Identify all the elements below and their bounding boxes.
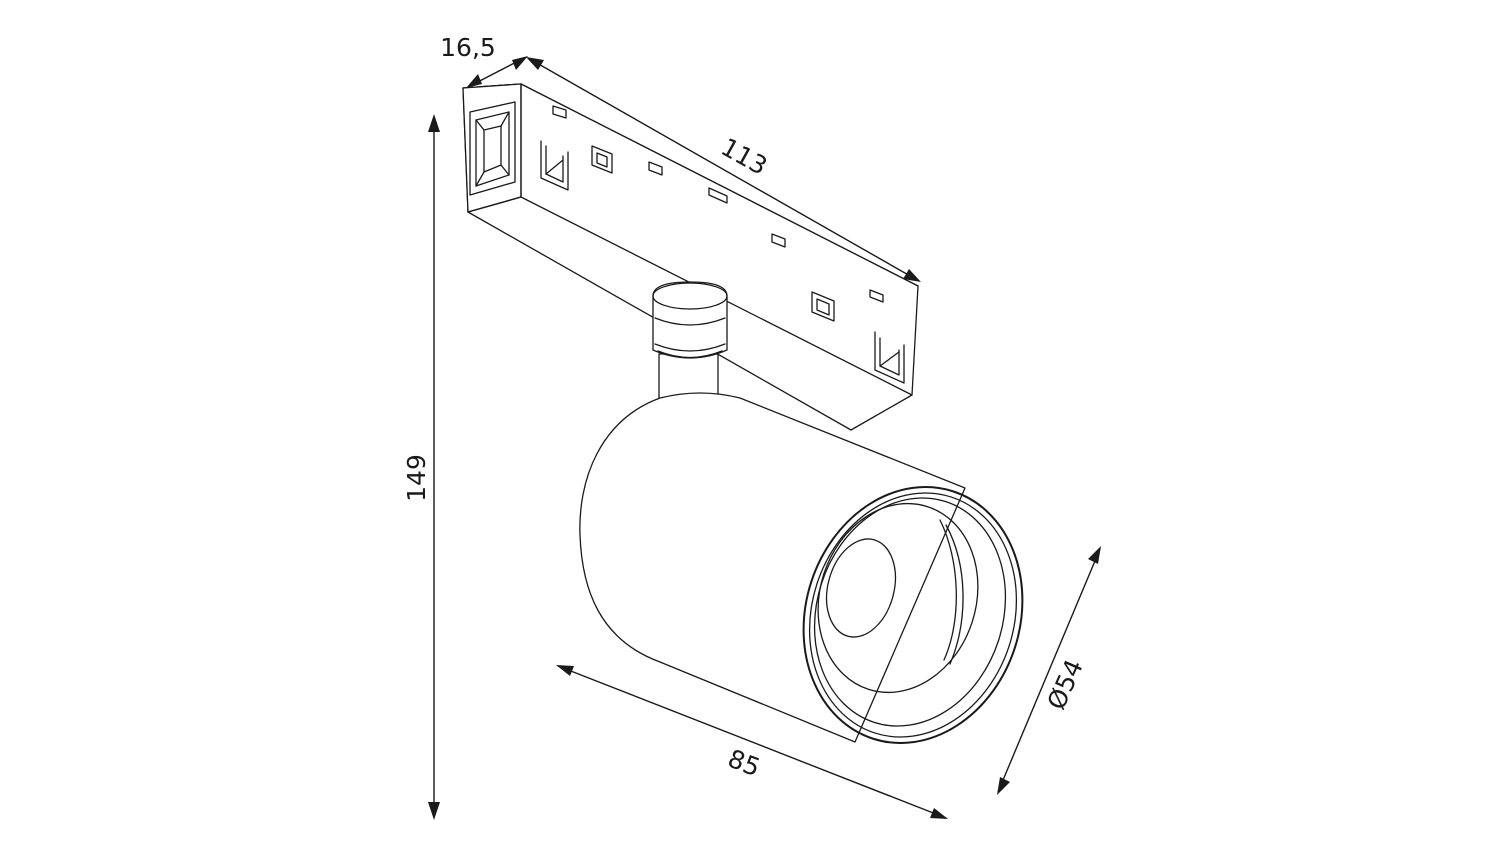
dim-height: 149 — [402, 114, 440, 820]
dim-width: 16,5 — [440, 33, 528, 88]
stem-joint — [652, 281, 728, 407]
lens — [825, 538, 897, 638]
cylinder-body — [579, 392, 966, 743]
dim-depth-label: 85 — [724, 744, 764, 782]
dim-width-label: 16,5 — [440, 33, 496, 62]
dim-diameter: Ø54 — [997, 546, 1101, 795]
track-adapter — [462, 83, 919, 431]
dim-diameter-label: Ø54 — [1042, 655, 1089, 714]
clip-connectors — [591, 145, 835, 322]
front-rim-inner — [808, 492, 1018, 738]
reflector — [817, 502, 979, 694]
spring-contact-left — [540, 140, 569, 191]
contact-slots — [552, 105, 884, 303]
end-connector-outer — [469, 101, 516, 196]
dim-height-label: 149 — [402, 454, 431, 502]
dim-length-label: 113 — [716, 132, 772, 180]
spring-contact-right — [874, 331, 905, 384]
front-rim-outer — [802, 486, 1024, 744]
spotlight-head — [579, 392, 1024, 744]
